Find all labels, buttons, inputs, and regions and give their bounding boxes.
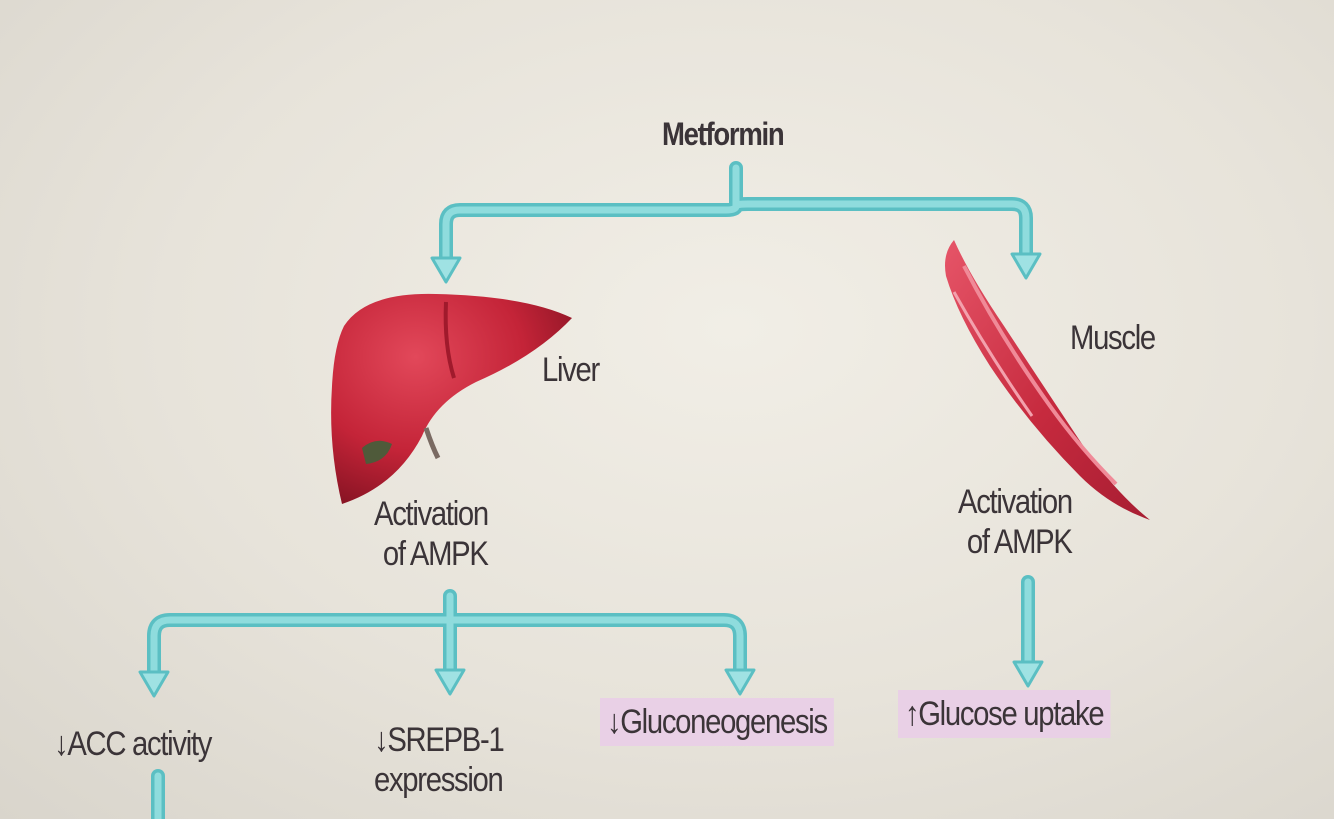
down-arrow-icon: ↓ — [374, 721, 389, 759]
srebp-outcome: ↓SREPB-1 expression — [374, 720, 505, 800]
up-arrow-icon: ↑ — [904, 695, 920, 733]
liver-ampk-line2: of AMPK — [382, 535, 489, 573]
muscle-illustration — [945, 240, 1150, 520]
liver-ampk-line1: Activation — [374, 495, 489, 533]
glucose-uptake-outcome: ↑Glucose uptake — [898, 690, 1111, 738]
acc-activity-outcome: ↓ACC activity — [54, 724, 212, 764]
down-arrow-icon: ↓ — [606, 703, 622, 741]
liver-illustration — [331, 293, 572, 504]
muscle-ampk-line2: of AMPK — [966, 523, 1073, 561]
srebp-line2: expression — [374, 761, 504, 799]
gluconeogenesis-text: Gluconeogenesis — [620, 703, 828, 741]
muscle-ampk-line1: Activation — [958, 483, 1073, 521]
liver-ampk-label: Activation of AMPK — [374, 494, 489, 574]
liver-label: Liver — [542, 351, 600, 389]
down-arrow-icon: ↓ — [54, 725, 69, 763]
acc-activity-text: ACC activity — [67, 725, 212, 763]
muscle-ampk-label: Activation of AMPK — [958, 482, 1073, 562]
gluconeogenesis-outcome: ↓Gluconeogenesis — [600, 698, 834, 746]
metformin-label: Metformin — [662, 116, 785, 152]
glucose-uptake-text: Glucose uptake — [918, 695, 1104, 733]
srebp-text: SREPB-1 — [387, 721, 504, 759]
muscle-label: Muscle — [1070, 319, 1156, 357]
